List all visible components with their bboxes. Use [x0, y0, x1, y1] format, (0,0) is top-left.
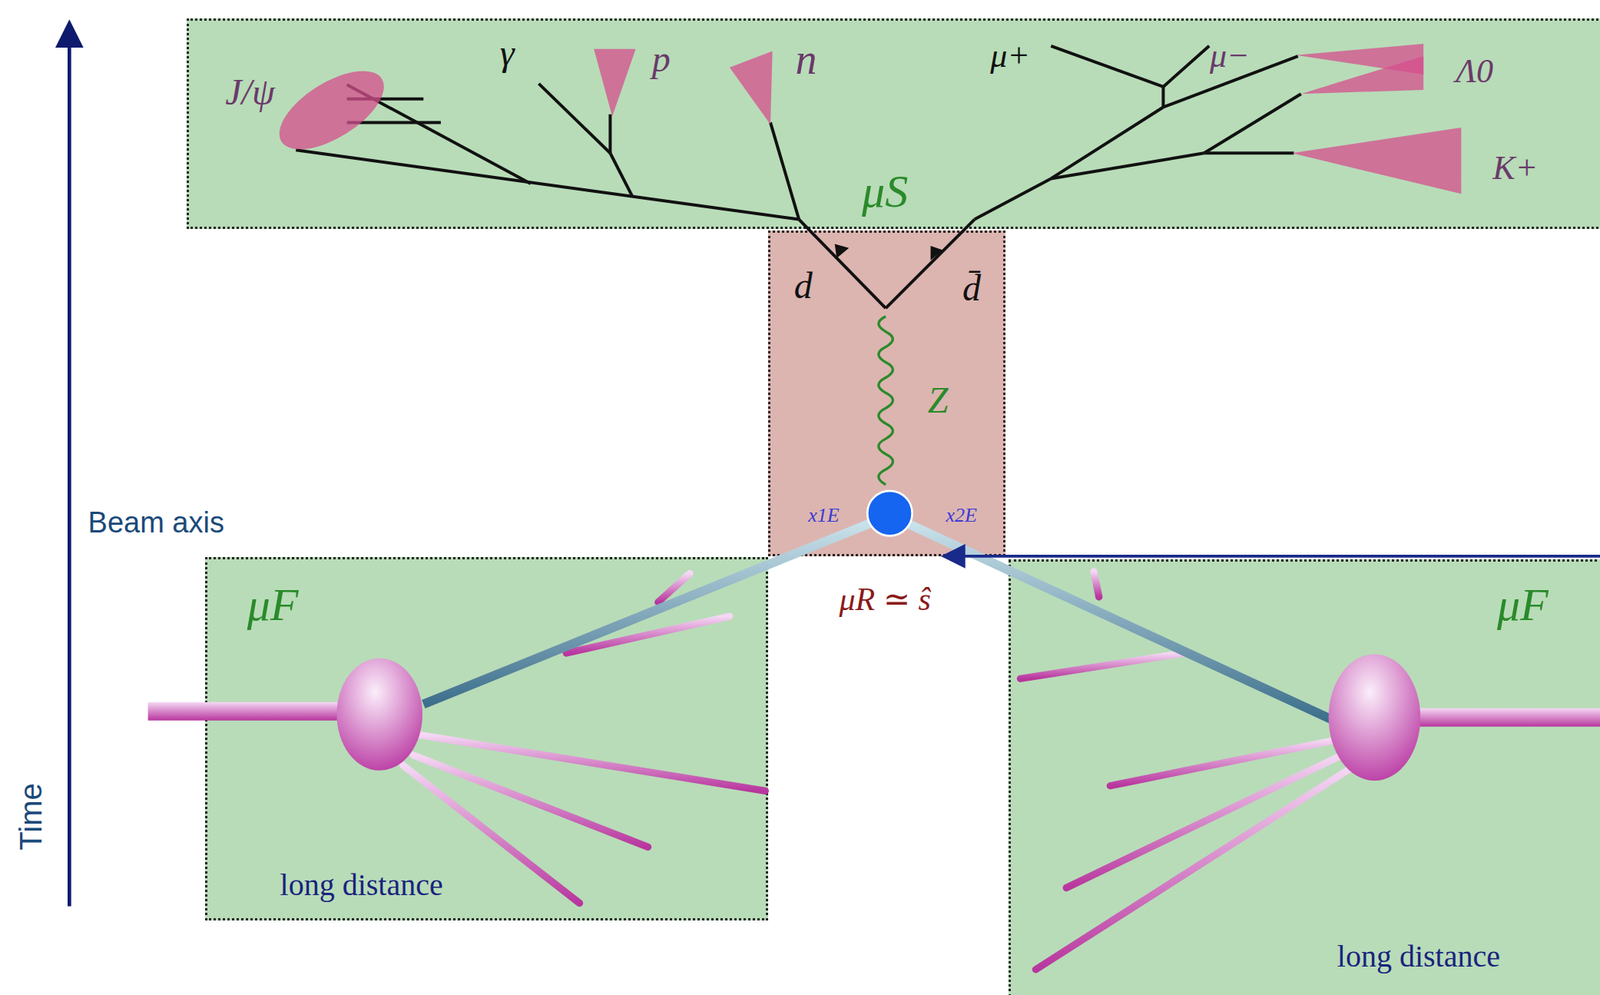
axis-label: Time [15, 782, 47, 850]
scale-label: μS [861, 168, 908, 215]
right-proton [889, 515, 1600, 970]
boson-label: Z [927, 381, 949, 419]
pdf-region: μF long distance [1008, 559, 1600, 995]
particle-label: μ+ [990, 39, 1031, 73]
momentum-fraction: x1E [808, 505, 839, 526]
particle-label: p [652, 40, 671, 78]
beam-axis-line [947, 554, 1600, 558]
particle-label: n [795, 37, 817, 81]
scale-label: μR ≃ ŝ [838, 583, 931, 616]
time-axis [67, 26, 72, 907]
shower-region: μS [186, 18, 1600, 229]
momentum-fraction: x2E [946, 505, 978, 526]
pdf-region: μF long distance [205, 556, 769, 921]
scale-label: μF [247, 581, 299, 628]
hard-process-region: dd̄Zx1Ex2EμR ≃ ŝ [768, 230, 1005, 557]
region-note: long distance [280, 869, 444, 901]
scale-label: μF [1497, 581, 1549, 628]
antiquark-label: d̄ [962, 269, 981, 307]
region-note: long distance [1337, 940, 1501, 972]
quark-lines [798, 219, 974, 309]
hadron-cones [266, 43, 1461, 194]
quark-label: d [794, 267, 813, 305]
particle-label: μ− [1209, 39, 1250, 73]
z-boson [878, 316, 894, 485]
particle-label: K+ [1492, 151, 1538, 186]
particle-label: J/ψ [225, 73, 275, 111]
interaction-vertex [867, 490, 912, 536]
left-proton [148, 515, 891, 904]
particle-label: Λ0 [1455, 54, 1494, 89]
particle-label: γ [500, 34, 515, 72]
axis-label: Beam axis [88, 507, 225, 537]
